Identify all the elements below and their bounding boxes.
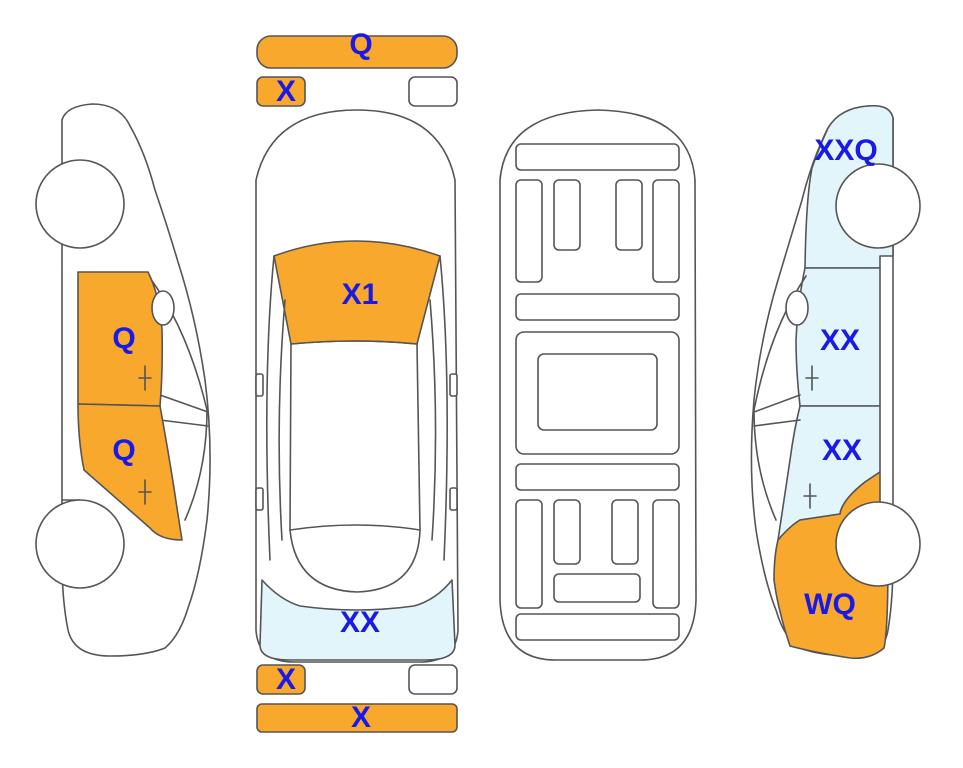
right-front-door-handle (805, 365, 819, 391)
underbody-front-left-inner (553, 179, 581, 251)
right-a-pillar (439, 255, 448, 561)
right-rear-quarter-code: WQ (804, 588, 856, 621)
right-front-wheel (835, 163, 921, 249)
left-side-view: Q Q (35, 103, 211, 657)
right-rear-handle (449, 487, 458, 511)
underbody-rear-crossmember (515, 613, 680, 641)
left-rear-handle (255, 487, 264, 511)
underbody-floor-front (515, 293, 680, 321)
right-rear-door-handle (803, 483, 817, 509)
left-a-pillar (266, 255, 275, 561)
underbody-rear-left-rail (515, 499, 543, 609)
rear-bumper-panel (256, 703, 458, 733)
underbody-view (499, 109, 697, 661)
right-front-door-code: XX (820, 324, 860, 357)
left-front-door-panel (77, 271, 164, 407)
rear-left-small-code: X (276, 663, 296, 696)
front-right-small-panel (408, 76, 458, 107)
rear-window-code: XX (340, 606, 380, 639)
left-rear-door-handle (138, 479, 152, 505)
underbody-center-panel (537, 353, 658, 431)
front-bumper-code: Q (349, 28, 372, 61)
underbody-front-right-rail (652, 179, 680, 283)
right-side-window-line (753, 394, 801, 427)
underbody-front-left-rail (515, 179, 543, 283)
right-front-fender-code: XXQ (814, 134, 877, 167)
underbody-rear-left-inner (553, 499, 581, 565)
underbody-front-crossmember (515, 143, 680, 171)
left-front-door-code: Q (112, 322, 135, 355)
right-side-view: XXQ XX XX WQ (750, 104, 921, 660)
rear-window-panel (259, 579, 456, 661)
right-side-mirror (785, 290, 809, 326)
underbody-rear-right-rail (652, 499, 680, 609)
underbody-rear-center (553, 573, 641, 603)
left-side-mirror (151, 290, 175, 326)
left-inner-pillar (278, 299, 286, 541)
right-top-mirror (449, 373, 458, 397)
front-left-small-panel (256, 76, 306, 107)
left-side-window-line (159, 394, 209, 427)
rear-left-small-panel (256, 664, 306, 695)
right-rear-wheel (835, 501, 921, 587)
top-view: Q X X1 XX X X (255, 28, 459, 734)
windshield-code: X1 (342, 278, 379, 311)
rear-right-small-panel (408, 664, 458, 695)
left-front-wheel (35, 159, 125, 249)
front-left-small-code: X (276, 75, 296, 108)
right-inner-pillar (429, 299, 437, 541)
underbody-front-right-inner (615, 179, 643, 251)
left-rear-door-code: Q (112, 434, 135, 467)
front-bumper-panel (256, 35, 458, 69)
left-rear-door-panel (77, 403, 183, 541)
left-rear-wheel (35, 499, 125, 589)
right-rear-door-code: XX (822, 434, 862, 467)
underbody-rear-right-inner (611, 499, 639, 565)
trunk-line (289, 529, 421, 593)
left-front-door-handle (138, 365, 152, 391)
left-top-mirror (255, 373, 264, 397)
underbody-floor-rear (515, 463, 680, 491)
top-view-body-outline (255, 109, 459, 663)
rear-bumper-code: X (351, 701, 371, 734)
